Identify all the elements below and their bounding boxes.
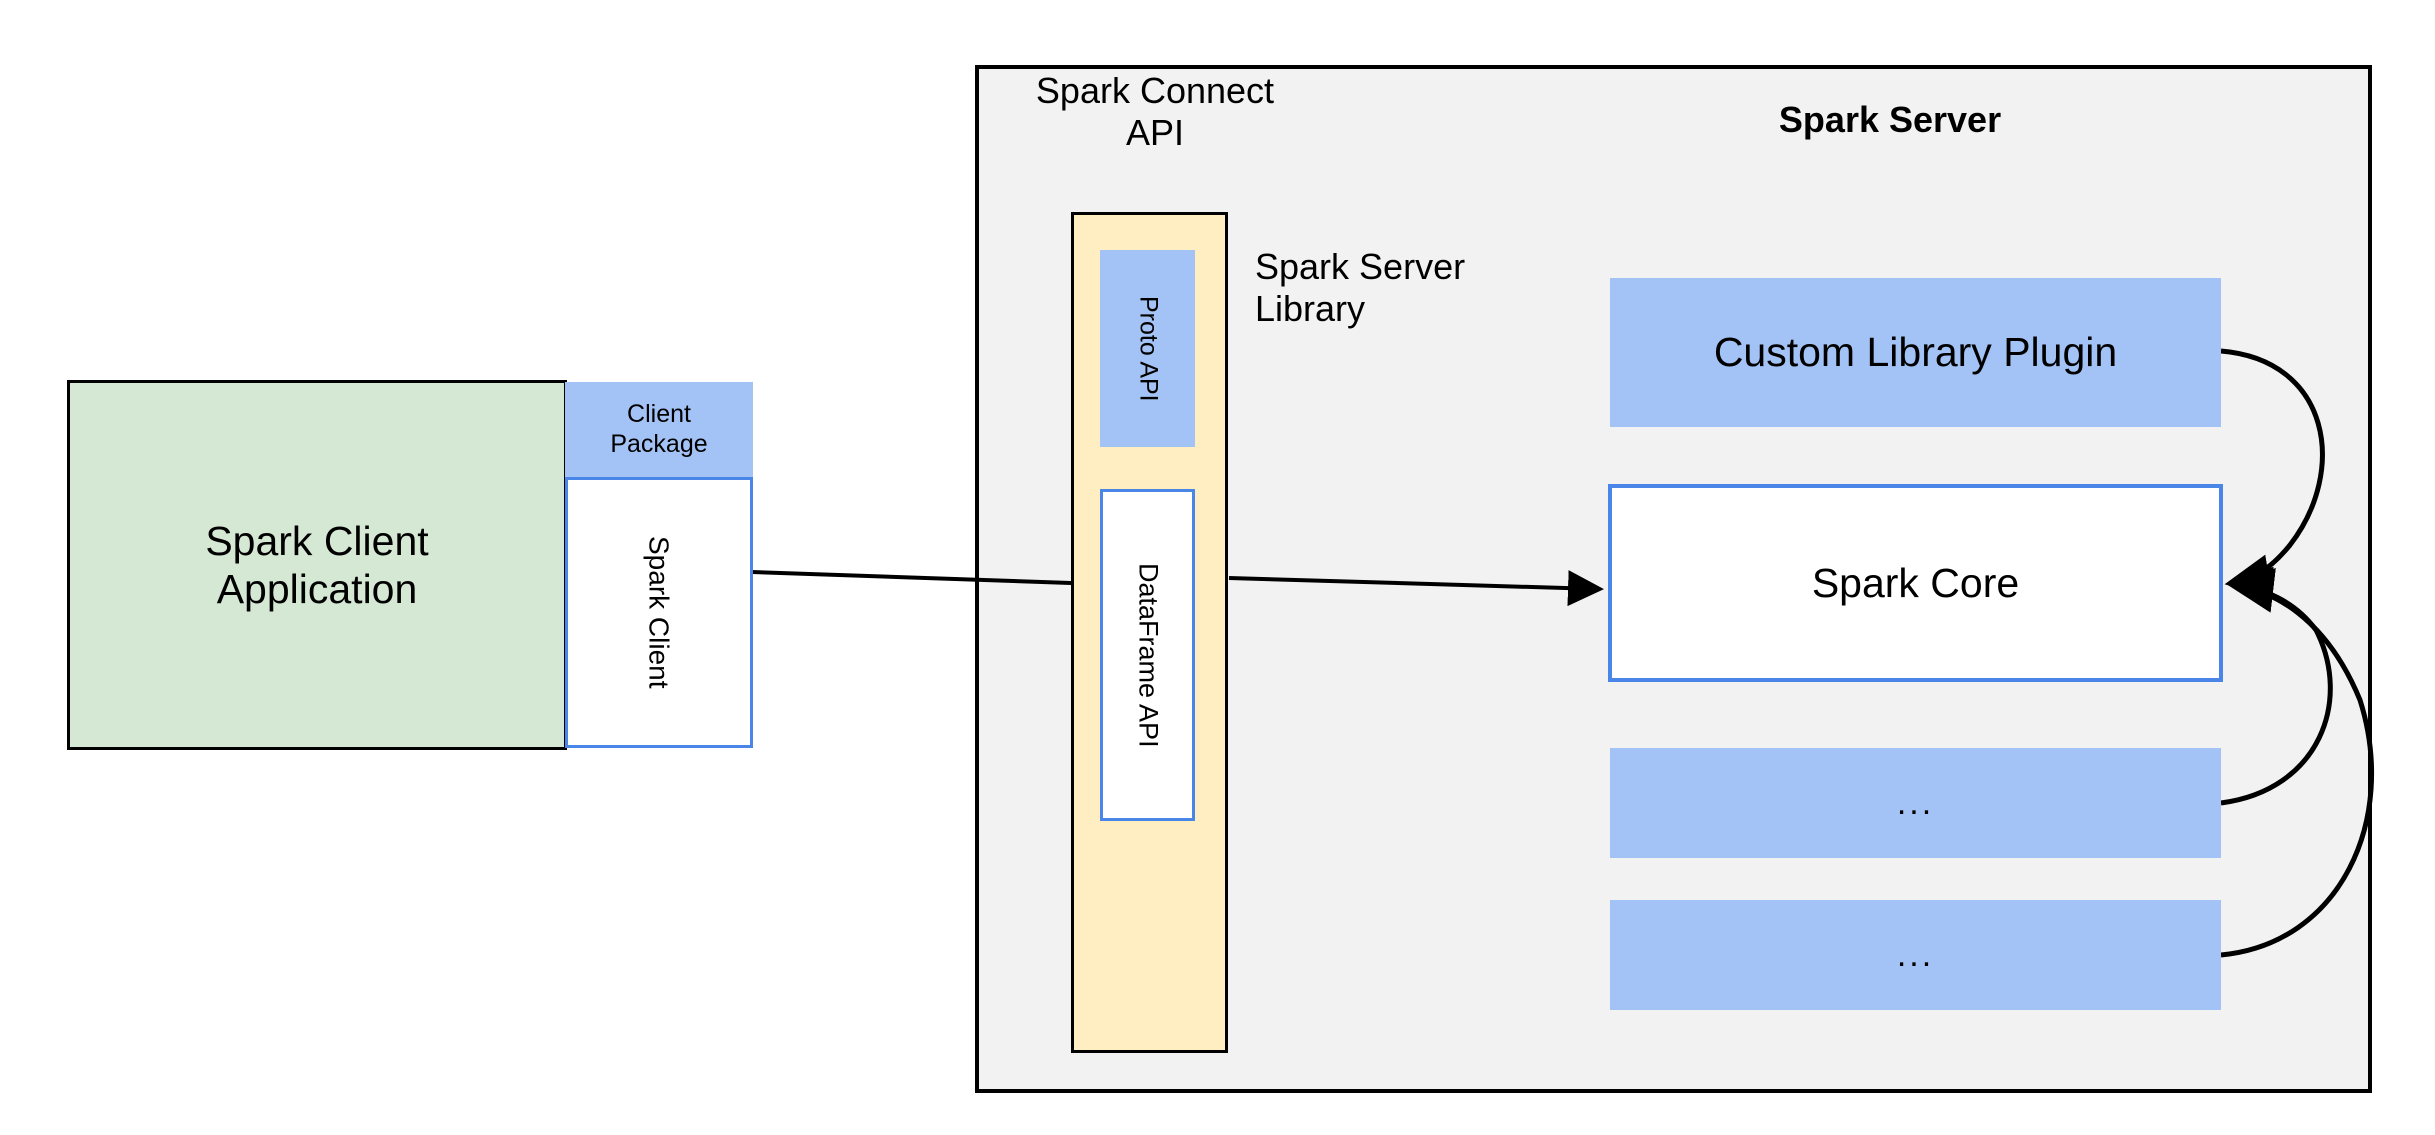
custom-library-plugin-label: Custom Library Plugin (1713, 329, 2118, 376)
spark-server-library-label: Spark Server Library (1255, 246, 1555, 338)
spark-connect-api-column[interactable] (1071, 212, 1228, 1053)
custom-library-plugin-box[interactable]: Custom Library Plugin (1610, 278, 2221, 427)
spark-connect-api-label-line2: API (1125, 112, 1185, 153)
spark-client-application-box[interactable]: Spark Client Application (67, 380, 567, 750)
dataframe-api-label: DataFrame API (1133, 562, 1164, 748)
client-package-label-line1: Client (627, 400, 691, 428)
spark-client-application-label-line1: Spark Client (205, 517, 429, 564)
client-package-label: Client Package (610, 400, 707, 459)
spark-client-application-label-line2: Application (216, 566, 418, 612)
spark-server-library-label-line1: Spark Server (1255, 246, 1466, 287)
spark-server-library-label-line2: Library (1255, 288, 1366, 330)
spark-core-label: Spark Core (1811, 559, 2020, 606)
spark-client-label: Spark Client (643, 536, 675, 689)
spark-client-application-label: Spark Client Application (205, 517, 428, 614)
spark-connect-api-label-line1: Spark Connect (1035, 69, 1275, 111)
client-package-label-line2: Package (610, 429, 708, 458)
ellipsis-box-1[interactable]: ... (1610, 748, 2221, 858)
spark-core-box[interactable]: Spark Core (1608, 484, 2223, 682)
ellipsis-box-2-label: ... (1896, 935, 1935, 974)
dataframe-api-box[interactable]: DataFrame API (1100, 489, 1195, 821)
spark-connect-api-label: Spark Connect API (1010, 66, 1300, 158)
client-package-box[interactable]: Client Package (565, 382, 753, 477)
ellipsis-box-1-label: ... (1896, 783, 1935, 822)
spark-client-box[interactable]: Spark Client (565, 477, 753, 748)
spark-server-title: Spark Server (1778, 98, 2002, 140)
proto-api-label: Proto API (1134, 295, 1163, 402)
ellipsis-box-2[interactable]: ... (1610, 900, 2221, 1010)
proto-api-box[interactable]: Proto API (1100, 250, 1195, 447)
